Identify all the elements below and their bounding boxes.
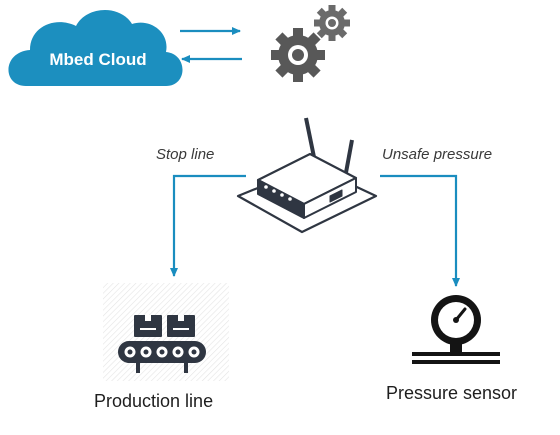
stop-line-label: Stop line (156, 146, 215, 163)
connector-stop-line (170, 174, 246, 277)
cloud-label: Mbed Cloud (49, 50, 147, 69)
sync-arrows (180, 27, 242, 63)
gears-icon (271, 5, 350, 82)
cloud-icon (8, 9, 183, 86)
pressure-gauge-icon (412, 295, 500, 364)
router-icon (236, 117, 378, 234)
pressure-sensor-label: Pressure sensor (386, 383, 518, 403)
unsafe-pressure-label: Unsafe pressure (382, 146, 493, 163)
production-line-label: Production line (94, 391, 214, 411)
conveyor-icon (103, 283, 229, 381)
connector-unsafe-pressure (380, 174, 460, 287)
